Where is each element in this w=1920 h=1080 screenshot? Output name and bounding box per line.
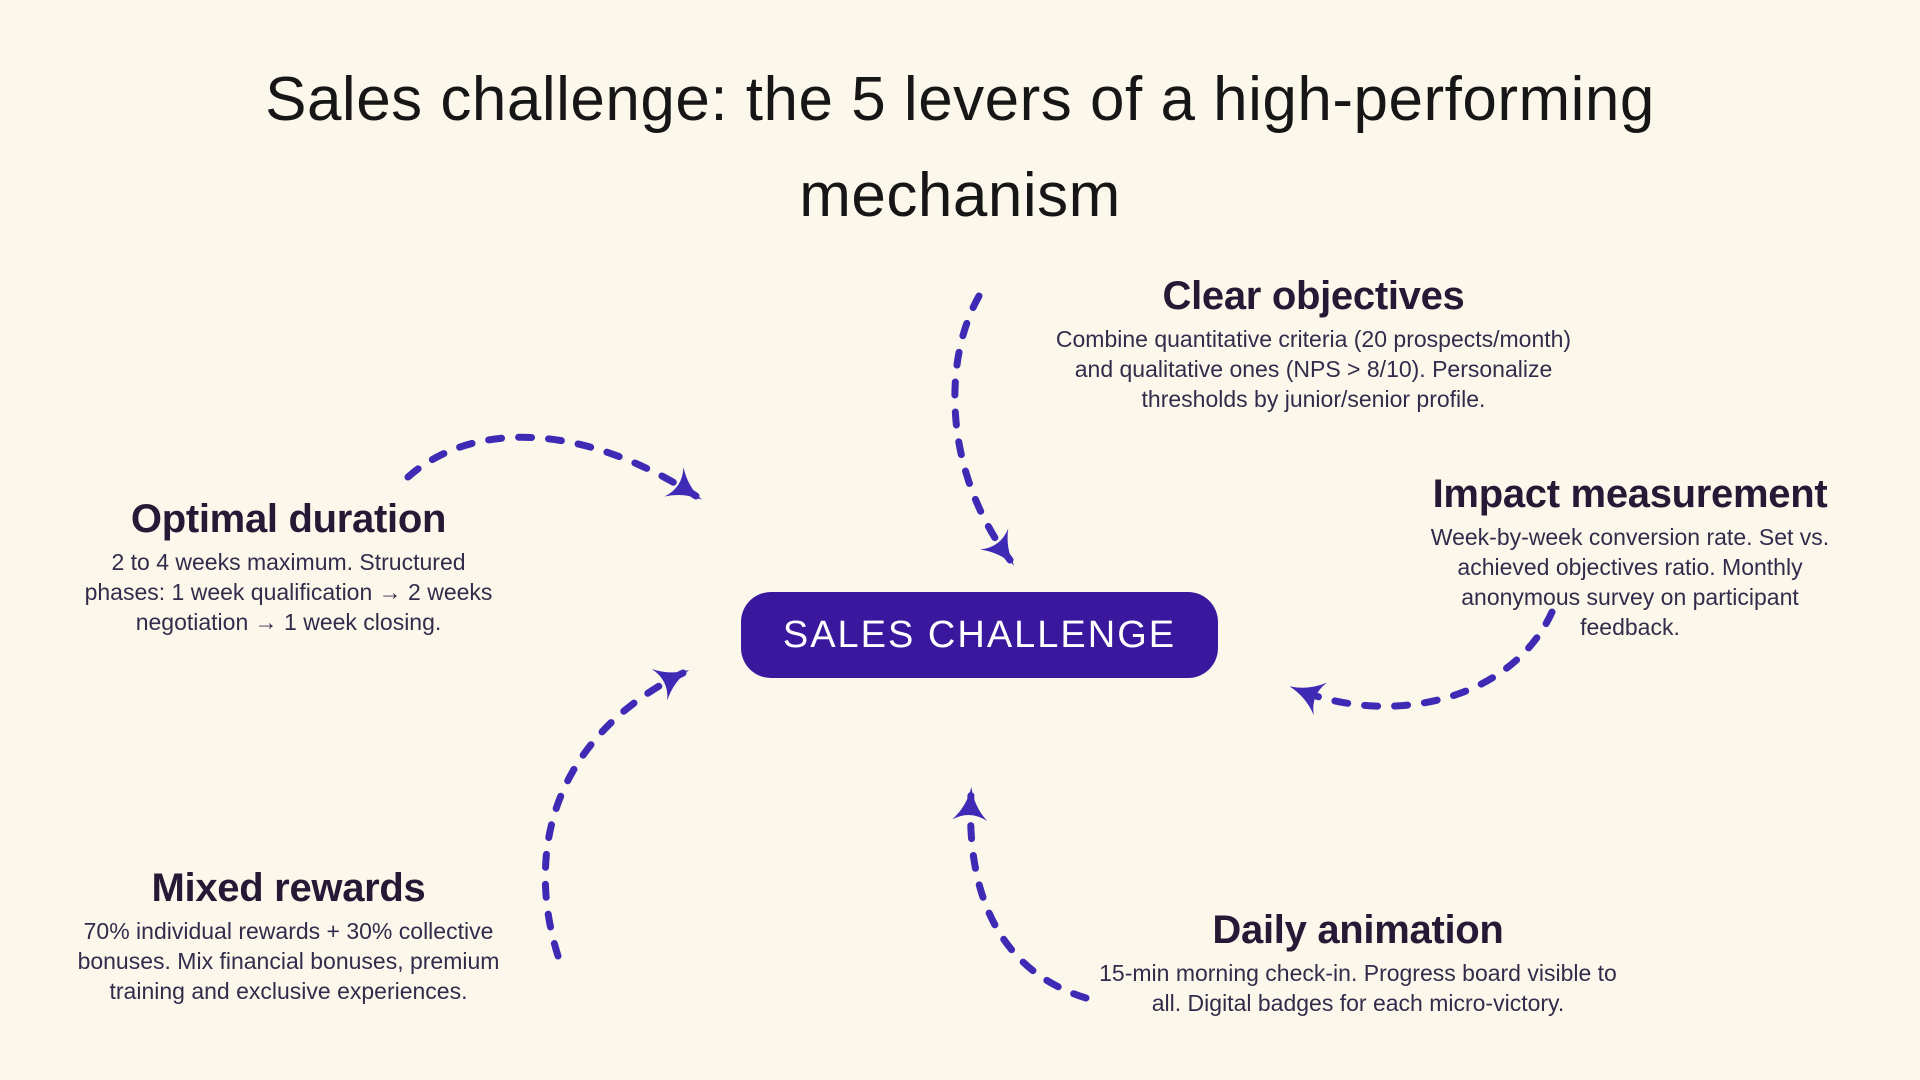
- lever-description: 70% individual rewards + 30% collective …: [77, 918, 500, 1004]
- lever-title: Mixed rewards: [151, 866, 426, 910]
- lever-title: Clear objectives: [1162, 274, 1465, 318]
- arrow-clear-objectives-to-center: [951, 292, 1015, 566]
- arrow-optimal-duration-to-center: [404, 433, 702, 500]
- lever-block-daily-animation: Daily animation 15-min morning check-in.…: [1093, 908, 1623, 1018]
- arrow-daily-animation-to-center: [952, 787, 1090, 1002]
- lever-description: 15-min morning check-in. Progress board …: [1099, 960, 1617, 1016]
- lever-description: 2 to 4 weeks maximum. Structured phases:…: [84, 549, 493, 635]
- lever-block-optimal-duration: Optimal duration 2 to 4 weeks maximum. S…: [81, 497, 496, 637]
- lever-description: Combine quantitative criteria (20 prospe…: [1055, 326, 1572, 412]
- lever-block-impact-measurement: Impact measurement Week-by-week conversi…: [1400, 472, 1860, 642]
- lever-block-mixed-rewards: Mixed rewards 70% individual rewards + 3…: [76, 866, 501, 1006]
- lever-title: Optimal duration: [130, 497, 447, 541]
- page-title: Sales challenge: the 5 levers of a high-…: [265, 65, 1655, 231]
- sales-challenge-pill: SALES CHALLENGE: [741, 592, 1218, 678]
- lever-description: Week-by-week conversion rate. Set vs. ac…: [1430, 524, 1830, 640]
- lever-block-clear-objectives: Clear objectives Combine quantitative cr…: [1041, 274, 1586, 414]
- lever-title: Impact measurement: [1432, 472, 1828, 516]
- lever-title: Daily animation: [1212, 908, 1504, 952]
- arrow-mixed-rewards-to-center: [541, 669, 690, 960]
- sales-challenge-label: SALES CHALLENGE: [782, 613, 1177, 656]
